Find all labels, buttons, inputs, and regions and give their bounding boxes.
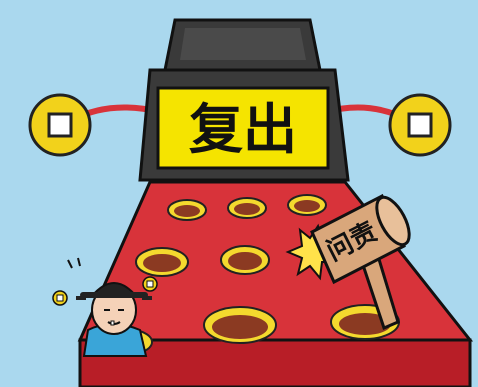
hole-row-2 [135,245,270,277]
hole [287,194,327,216]
small-coin-icon [52,290,68,306]
motion-lines [67,257,81,269]
left-coin-icon [28,93,92,157]
sign-text: 复出 [189,98,297,161]
official-character [67,257,158,357]
hole [167,199,207,221]
hole [135,247,189,277]
hole [227,197,267,219]
hole [220,245,270,275]
mallet-icon: 问责 [310,193,411,331]
hole-row-1 [167,194,327,221]
right-coin-icon [388,93,452,157]
small-coin-icon [142,276,158,292]
official-hat-icon [76,282,152,300]
sign-board: 复出 [156,86,330,170]
hole [203,306,277,344]
table-front [78,338,472,387]
